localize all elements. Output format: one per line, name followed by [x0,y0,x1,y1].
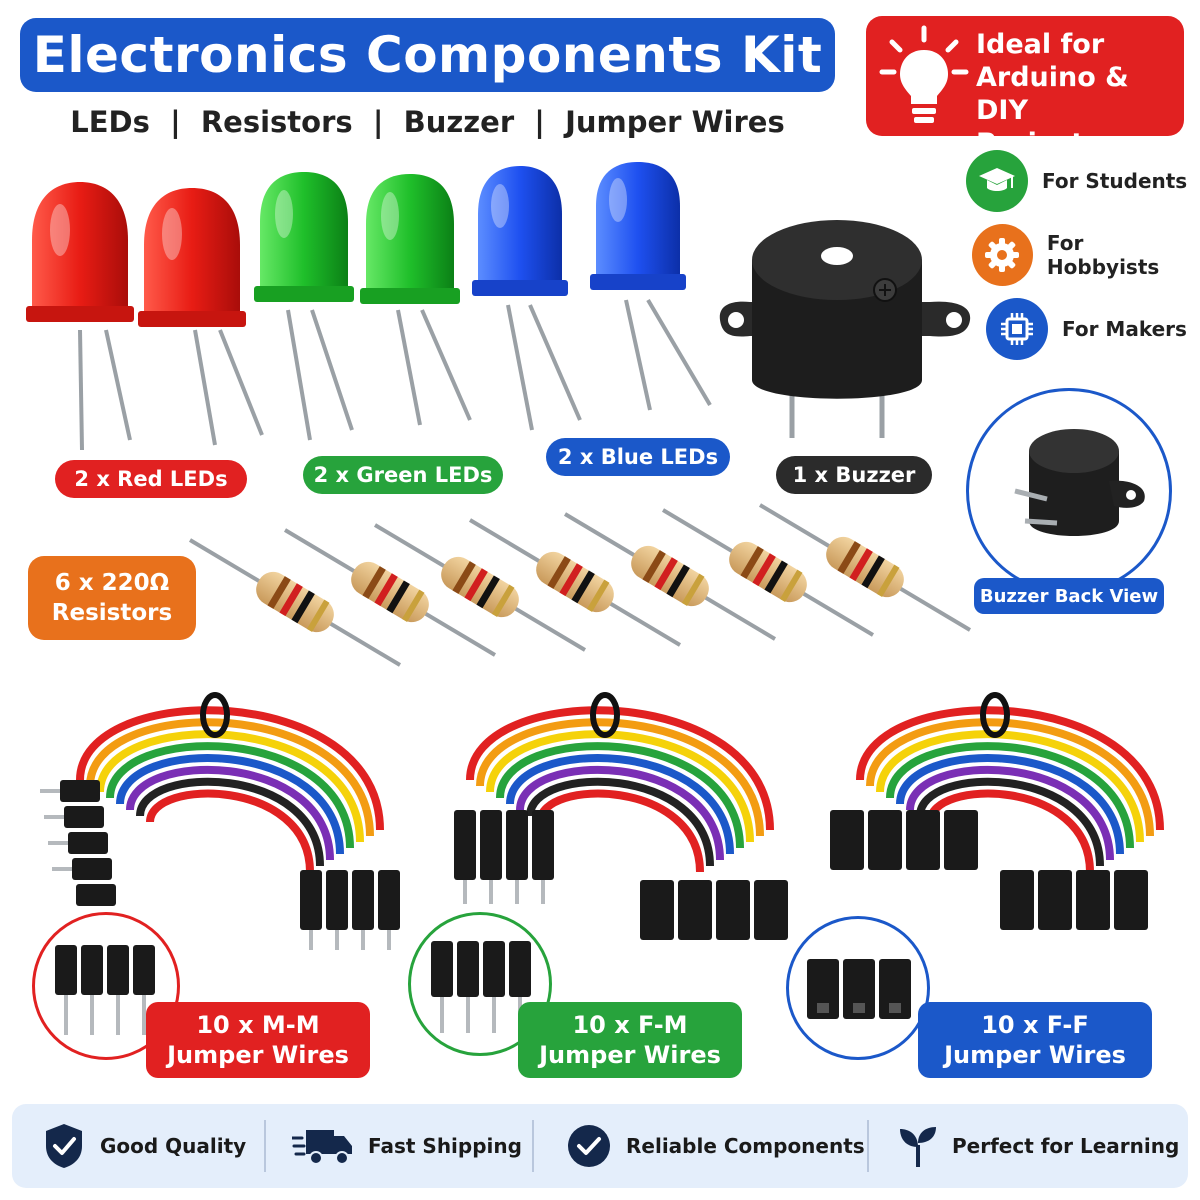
buzzer-back-image [1014,429,1145,536]
subtitle-text: LEDs | Resistors | Buzzer | Jumper Wires [70,105,785,139]
jumper-ff-bundle [830,692,1160,930]
jumper-mm-text-line2: Jumper Wires [167,1041,349,1069]
buzzer-back-text: Buzzer Back View [979,585,1159,607]
feature-divider [867,1120,869,1172]
ideal-for-text: Ideal for Arduino & DIY Projects [976,28,1181,160]
blue-led [590,162,712,411]
audience-makers: For Makers [986,298,1187,360]
chip-icon [986,298,1048,360]
blue-leds-text: 2 x Blue LEDs [557,445,719,469]
feature-label-reliable-components: Reliable Components [626,1134,865,1158]
feature-label-perfect-for-learning: Perfect for Learning [952,1134,1180,1158]
green-leds-text: 2 x Green LEDs [313,463,493,487]
lightbulb-icon [879,25,969,123]
shield-check-icon [46,1124,82,1168]
led-group [26,162,712,451]
jumper-ff-text-line1: 10 x F-F [981,1011,1089,1039]
delivery-truck-icon [292,1130,352,1165]
title-banner: Electronics Components Kit [20,18,835,92]
jumper-mm-bundle [40,692,400,950]
audience-label-hobbyists: For Hobbyists [1046,231,1160,279]
feature-label-good-quality: Good Quality [100,1134,247,1158]
feature-divider [264,1120,266,1172]
green-led [254,172,354,441]
jumper-fm-text-line1: 10 x F-M [572,1011,688,1039]
audience-students: For Students [966,150,1187,212]
buzzer-label: 1 x Buzzer [776,456,932,494]
ideal-line-1: Ideal for [976,29,1105,60]
jumper-ff-text-line2: Jumper Wires [944,1041,1126,1069]
seedling-icon [900,1127,936,1167]
jumper-wire-group [40,692,1190,950]
feature-perfect-for-learning: Perfect for Learning [898,1104,1179,1188]
jumper-mm-text-line1: 10 x M-M [196,1011,320,1039]
feature-reliable-components: Reliable Components [566,1104,865,1188]
red-led [138,188,264,446]
feature-label-fast-shipping: Fast Shipping [368,1134,522,1158]
feature-good-quality: Good Quality [42,1104,246,1188]
feature-fast-shipping: Fast Shipping [292,1104,522,1188]
ideal-line-2: Arduino & DIY [976,62,1129,126]
buzzer-text: 1 x Buzzer [792,463,916,487]
feature-divider [532,1120,534,1172]
buzzer-back-label: Buzzer Back View [974,578,1164,614]
jumper-mm-label: 10 x M-M Jumper Wires [146,1002,370,1078]
blue-led [472,166,582,431]
resistor [188,538,402,667]
green-led [360,174,472,426]
jumper-ff-label: 10 x F-F Jumper Wires [918,1002,1152,1078]
subtitle: LEDs | Resistors | Buzzer | Jumper Wires [20,100,835,144]
page-title: Electronics Components Kit [32,26,823,84]
audience-label-makers: For Makers [1062,317,1187,341]
red-led [26,182,134,451]
audience-hobbyists: For Hobbyists [972,224,1200,286]
resistors-text-line2: Resistors [51,600,173,626]
resistors-label: 6 x 220Ω Resistors [28,556,196,640]
audience-label-students: For Students [1042,169,1188,193]
red-leds-text: 2 x Red LEDs [74,467,228,491]
ideal-for-badge: Ideal for Arduino & DIY Projects [866,16,1184,159]
check-circle-icon [568,1125,610,1167]
red-leds-label: 2 x Red LEDs [55,460,247,498]
buzzer [719,220,971,438]
jumper-fm-label: 10 x F-M Jumper Wires [518,1002,742,1078]
graduation-cap-icon [966,150,1028,212]
jumper-ff-closeup [786,916,930,1060]
resistor-group [188,503,972,667]
gear-icon [972,224,1033,286]
jumper-fm-bundle [454,692,788,940]
blue-leds-label: 2 x Blue LEDs [546,438,730,476]
features-bar: Good Quality Fast Shipping Reliable Comp… [12,1104,1188,1188]
resistors-text-line1: 6 x 220Ω [54,570,170,596]
jumper-fm-text-line2: Jumper Wires [539,1041,721,1069]
green-leds-label: 2 x Green LEDs [303,456,503,494]
